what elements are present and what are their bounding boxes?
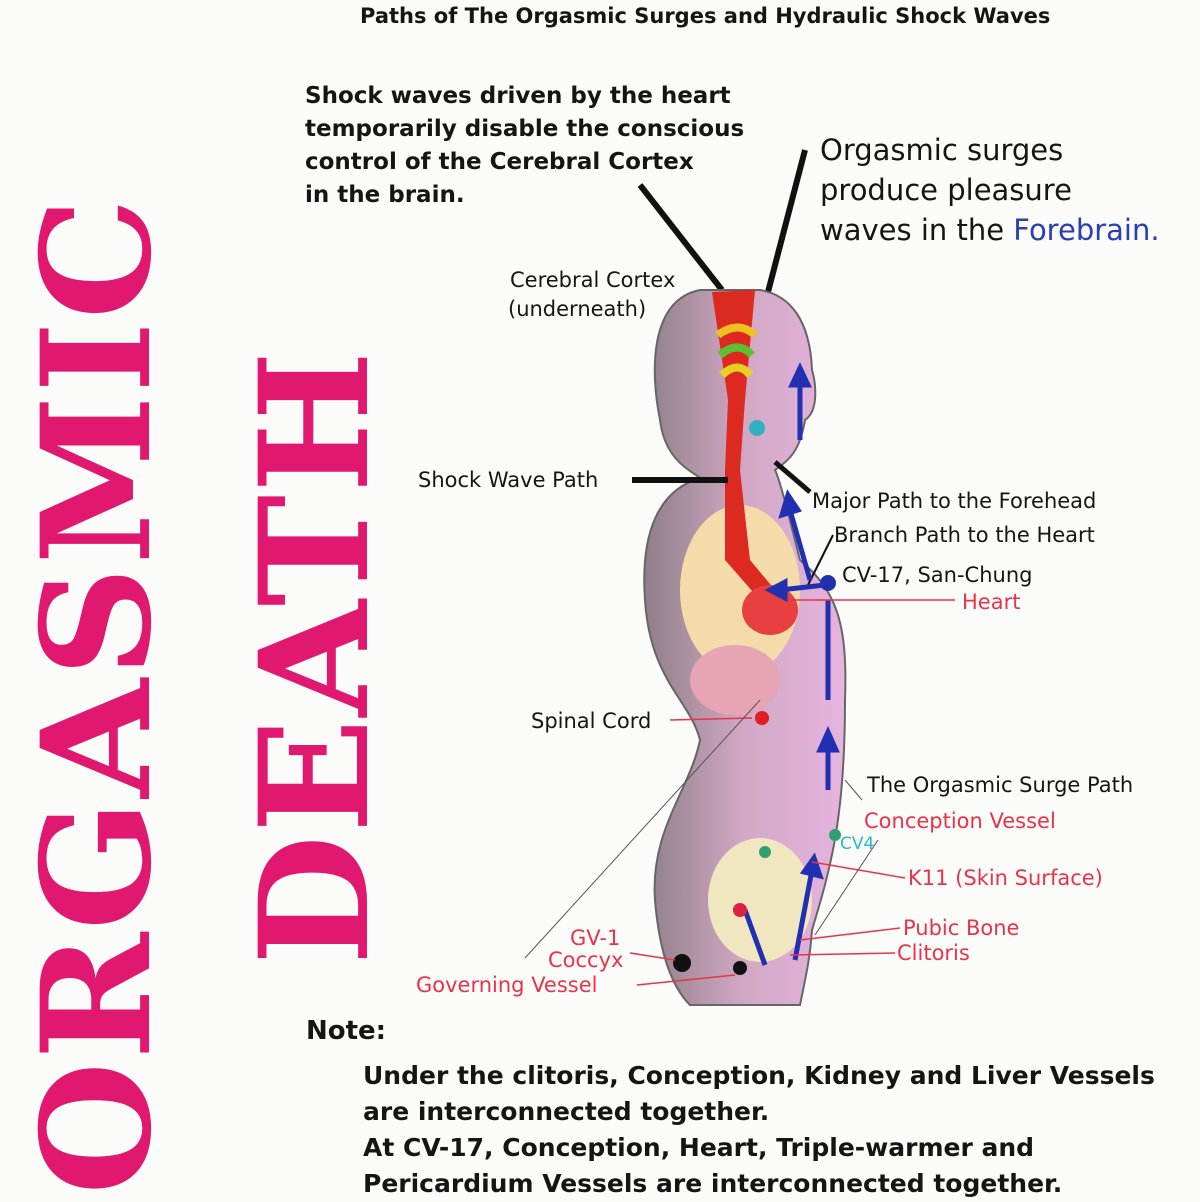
caption-text: waves in the — [820, 213, 1014, 247]
label-major-path: Major Path to the Forehead — [812, 489, 1097, 513]
note-body: Under the clitoris, Conception, Kidney a… — [363, 1058, 1155, 1202]
guide-lines — [524, 699, 879, 959]
orgasmic-surge-caption: Orgasmic surges produce pleasure waves i… — [820, 130, 1160, 250]
pointer-line — [637, 183, 725, 292]
note-line: Under the clitoris, Conception, Kidney a… — [363, 1061, 1155, 1090]
label-underneath: (underneath) — [508, 297, 647, 321]
spinal-point — [755, 711, 769, 725]
orgasmic-surge-arrows — [742, 362, 840, 966]
label-shock-wave-path: Shock Wave Path — [418, 468, 599, 492]
note-line: At CV-17, Conception, Heart, Triple-warm… — [363, 1133, 1035, 1162]
label-surge-path: The Orgasmic Surge Path — [867, 773, 1134, 797]
label-cv4: CV4 — [840, 834, 875, 854]
caption-line: in the brain. — [305, 182, 465, 208]
point-marker — [749, 420, 765, 436]
pointer-line — [765, 149, 808, 293]
label-governing-vessel: Governing Vessel — [416, 973, 598, 997]
caption-line: waves in the Forebrain. — [820, 210, 1160, 250]
label-heart: Heart — [962, 590, 1021, 614]
label-k11: K11 (Skin Surface) — [908, 866, 1103, 890]
note-line: are interconnected together. — [363, 1097, 770, 1126]
label-gv1: GV-1 — [570, 926, 621, 950]
label-pubic-bone: Pubic Bone — [903, 916, 1020, 940]
shock-wave-caption: Shock waves driven by the heart temporar… — [305, 80, 744, 212]
label-clitoris: Clitoris — [897, 941, 970, 965]
cv4-point — [829, 829, 841, 841]
forebrain-highlight: Forebrain. — [1013, 213, 1160, 247]
pointer-line — [807, 534, 834, 586]
cv17-point — [820, 575, 836, 591]
label-coccyx: Coccyx — [548, 948, 624, 972]
point-marker — [733, 961, 747, 975]
label-cv17: CV-17, San-Chung — [842, 563, 1033, 587]
note-heading: Note: — [306, 1016, 387, 1046]
point-marker — [733, 903, 747, 917]
caption-line: Shock waves driven by the heart — [305, 83, 731, 109]
caption-line: Orgasmic surges — [820, 133, 1064, 167]
caption-line: temporarily disable the conscious — [305, 116, 745, 142]
label-leaders — [629, 599, 955, 986]
label-cerebral-cortex: Cerebral Cortex — [510, 268, 676, 292]
point-marker — [759, 846, 771, 858]
pelvis — [708, 838, 812, 962]
label-spinal-cord: Spinal Cord — [531, 709, 652, 733]
diagram-title: Paths of The Orgasmic Surges and Hydraul… — [360, 4, 1051, 28]
note-line: Pericardium Vessels are interconnected t… — [363, 1169, 1063, 1198]
label-conception-vessel: Conception Vessel — [864, 809, 1056, 833]
caption-line: control of the Cerebral Cortex — [305, 149, 694, 175]
gv1-point — [673, 954, 691, 972]
label-branch-path: Branch Path to the Heart — [834, 523, 1095, 547]
pointer-line — [773, 460, 812, 494]
caption-line: produce pleasure — [820, 173, 1072, 207]
diaphragm — [690, 645, 780, 715]
